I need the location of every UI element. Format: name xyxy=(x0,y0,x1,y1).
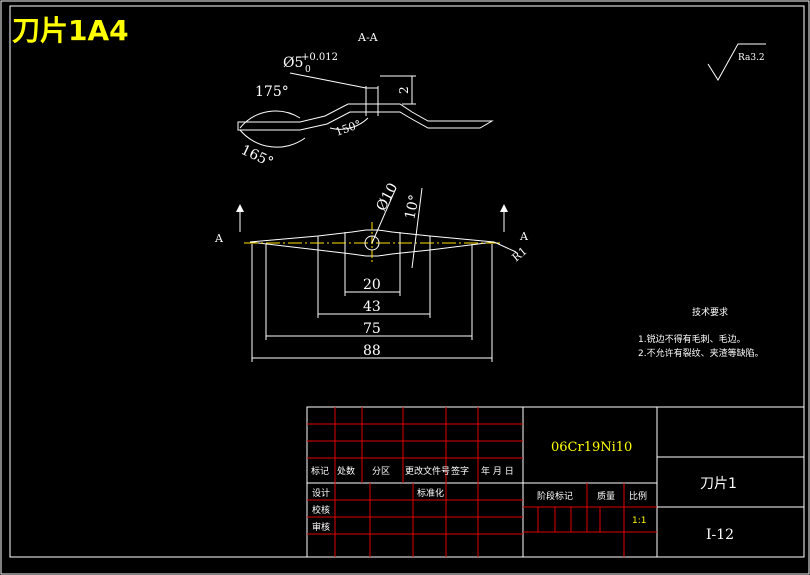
taper-leader xyxy=(411,187,423,269)
tb-part-name: 刀片1 xyxy=(700,476,737,492)
hole-sup-label: +0.012 xyxy=(301,52,338,63)
hole-dia-label: Ø5 xyxy=(283,55,303,71)
tech-title: 技术要求 xyxy=(692,306,728,318)
section-mark-left: A xyxy=(214,232,224,245)
tb-review: 审核 xyxy=(312,521,330,533)
tb-drawing-no: I-12 xyxy=(706,527,734,543)
radius-label: R1 xyxy=(510,245,530,265)
radius-leader xyxy=(493,241,517,253)
arc-165 xyxy=(239,129,306,148)
tb-stage-mark: 阶段标记 xyxy=(537,490,573,502)
section-arrow-right xyxy=(500,204,508,212)
dim-43: 43 xyxy=(363,299,381,315)
tb-mark: 标记 xyxy=(311,465,329,477)
hole-dia-leader xyxy=(371,187,397,244)
arc-150 xyxy=(329,117,369,130)
drawing-title: 刀片1A4 xyxy=(12,14,129,47)
tb-design: 设计 xyxy=(312,487,330,499)
depth-label: 2 xyxy=(397,86,411,94)
dim-88: 88 xyxy=(363,343,381,359)
tb-date: 年 月 日 xyxy=(481,465,514,477)
section-label: A-A xyxy=(357,31,379,44)
title-block xyxy=(306,406,805,558)
tb-standard: 标准化 xyxy=(417,487,444,499)
tb-doc-no: 更改文件号 xyxy=(405,465,450,477)
tb-material: 06Cr19Ni10 xyxy=(551,440,632,455)
roughness-label: Ra3.2 xyxy=(738,53,765,63)
arc-175 xyxy=(239,110,301,129)
hole-dia-label-plan: Ø10 xyxy=(373,180,401,213)
dim-75: 75 xyxy=(363,321,381,337)
tb-count: 处数 xyxy=(337,465,355,477)
tb-signature: 签字 xyxy=(451,465,469,477)
center-hole xyxy=(364,235,380,251)
tb-ratio: 比例 xyxy=(629,490,647,502)
tb-scale: 1:1 xyxy=(632,516,646,526)
angle-175-label: 175° xyxy=(255,84,289,100)
tech-item-2: 2.不允许有裂纹、夹渣等缺陷。 xyxy=(638,347,764,359)
tb-check: 校核 xyxy=(312,504,330,516)
section-arrow-left xyxy=(236,204,244,212)
tech-item-1: 1.锐边不得有毛刺、毛边。 xyxy=(638,333,746,345)
dim-20: 20 xyxy=(363,277,381,293)
taper-angle-label: 10° xyxy=(402,193,423,221)
section-profile xyxy=(237,103,494,131)
roughness-symbol xyxy=(707,43,766,81)
tb-zone: 分区 xyxy=(372,466,390,477)
angle-150-label: 150° xyxy=(334,118,363,139)
tb-mass: 质量 xyxy=(597,490,615,502)
hole-leader xyxy=(289,72,367,89)
hole-sub-label: 0 xyxy=(305,65,311,75)
section-mark-right: A xyxy=(519,230,529,243)
